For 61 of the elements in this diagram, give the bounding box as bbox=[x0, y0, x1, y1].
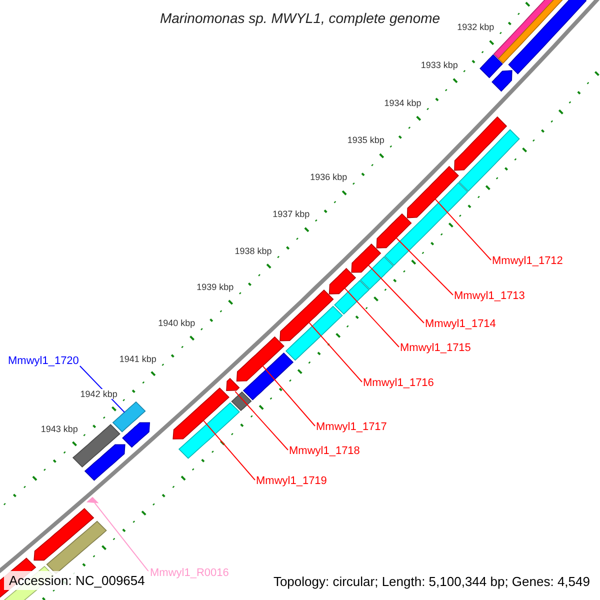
gene-arrow-shape bbox=[328, 268, 356, 294]
gene-label: Mmwyl1_1712 bbox=[492, 255, 563, 267]
gene-label: Mmwyl1_1715 bbox=[400, 342, 471, 354]
tick-label: 1940 kbp bbox=[158, 318, 196, 328]
leader-line bbox=[344, 288, 400, 348]
gene-block bbox=[285, 306, 343, 361]
leader-line bbox=[234, 390, 288, 450]
gene-arrow-shape bbox=[406, 166, 459, 218]
gene-block bbox=[231, 391, 252, 412]
gene-arrow-shape bbox=[84, 444, 126, 481]
gene-arrow-shape bbox=[236, 336, 284, 382]
gene-label: Mmwyl1_1717 bbox=[316, 421, 387, 433]
tick-label: 1937 kbp bbox=[272, 209, 310, 220]
gene-block bbox=[360, 256, 394, 290]
leader-line bbox=[308, 322, 362, 382]
leader-line bbox=[94, 502, 150, 572]
tick-label: 1933 kbp bbox=[420, 60, 458, 70]
leader-line bbox=[262, 365, 316, 426]
gene-label: Mmwyl1_R0016 bbox=[150, 567, 229, 579]
gene-block bbox=[508, 0, 587, 74]
gene-block bbox=[480, 54, 503, 78]
gene-block bbox=[242, 352, 294, 400]
leader-line bbox=[434, 198, 492, 260]
tick-label: 1942 kbp bbox=[80, 388, 118, 399]
genome-summary-text: Topology: circular; Length: 5,100,344 bp; Genes: 4,549 bbox=[273, 574, 590, 589]
leader-line bbox=[202, 420, 256, 480]
gene-label: Mmwyl1_1714 bbox=[425, 318, 496, 330]
gene-label: Mmwyl1_1718 bbox=[289, 445, 360, 457]
leader-line bbox=[368, 264, 424, 324]
gene-label: Mmwyl1_1713 bbox=[454, 290, 525, 302]
tick-label: 1934 kbp bbox=[384, 98, 422, 108]
gene-arrow-shape bbox=[492, 70, 512, 92]
gene-label: Mmwyl1_1716 bbox=[363, 377, 434, 389]
gene-block bbox=[498, 0, 564, 64]
tick-label: 1943 kbp bbox=[40, 424, 78, 434]
gene-arrow-shape bbox=[376, 213, 412, 248]
gene-block bbox=[493, 0, 554, 60]
gene-arrow-shape bbox=[226, 378, 240, 391]
leader-line bbox=[396, 237, 454, 296]
feature-triangle bbox=[86, 496, 99, 504]
gene-arrow-shape bbox=[172, 387, 230, 440]
gene-block bbox=[178, 402, 240, 459]
gene-arrow-shape bbox=[454, 116, 508, 171]
gene-block bbox=[384, 182, 468, 266]
gene-block bbox=[458, 129, 520, 192]
tick-label: 1935 kbp bbox=[347, 135, 384, 146]
gene-arrow-shape bbox=[280, 290, 334, 342]
tick-label: 1938 kbp bbox=[234, 246, 272, 256]
tick-label: 1932 kbp bbox=[457, 22, 494, 32]
tick-label: 1939 kbp bbox=[196, 282, 234, 292]
gene-label: Mmwyl1_1719 bbox=[256, 475, 327, 487]
gene-block bbox=[334, 280, 370, 315]
accession-text: Accession: NC_009654 bbox=[4, 571, 150, 590]
tick-label: 1936 kbp bbox=[310, 172, 348, 182]
gene-arrow-shape bbox=[34, 508, 94, 561]
gene-block bbox=[112, 401, 146, 432]
gene-arrow-shape bbox=[351, 244, 382, 273]
gene-label: Mmwyl1_1720 bbox=[8, 355, 79, 367]
tick-label: 1941 kbp bbox=[119, 354, 156, 364]
gene-arrow-shape bbox=[122, 422, 150, 448]
title: Marinomonas sp. MWYL1, complete genome bbox=[160, 10, 440, 26]
